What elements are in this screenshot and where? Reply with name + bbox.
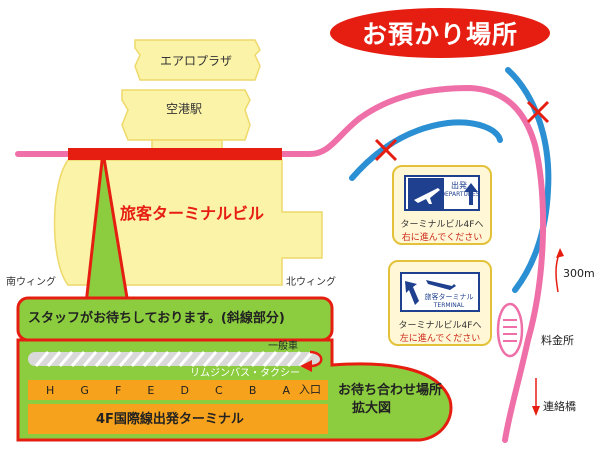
gate-label: D xyxy=(180,384,189,397)
distance-label: 300m xyxy=(563,267,595,280)
departures-sign-panel: 出発 DEPARTURES xyxy=(404,175,480,211)
page-title: お預かり場所 xyxy=(330,8,550,58)
direction-arrow-up xyxy=(555,251,561,293)
departures-direction-sign: 出発 DEPARTURES ターミナルビル4Fへ 右に進んでください xyxy=(392,165,492,245)
aero-plaza-label: エアロプラザ xyxy=(160,54,233,68)
aero-plaza-building xyxy=(134,39,261,81)
meeting-place-title: お待ち合わせ場所 xyxy=(338,383,443,398)
departures-instruction-line2: 右に進んでください xyxy=(401,233,483,243)
gate-row: H G F E D C B A xyxy=(46,384,290,397)
rail-line-inner xyxy=(349,119,503,181)
south-wing-label: 南ウィング xyxy=(6,277,56,288)
staff-notice: スタッフがお待ちしております。(斜線部分) xyxy=(28,311,285,326)
terminal-label-ja: 旅客ターミナル xyxy=(424,293,474,301)
airplane-takeoff-icon xyxy=(408,178,444,210)
terminal-direction-sign: 旅客ターミナル TERMINAL ターミナルビル4Fへ 左に進んでください xyxy=(388,260,492,346)
gate-label: H xyxy=(46,384,55,397)
passenger-terminal-label: 旅客ターミナルビル xyxy=(120,204,265,223)
passenger-terminal-building xyxy=(53,159,323,286)
general-vehicle-lane-label: 一般車 xyxy=(268,341,298,352)
terminal-instruction-line1: ターミナルビル4Fへ xyxy=(398,321,482,331)
toll-gate-icon xyxy=(496,302,524,358)
departures-label-ja: 出発 xyxy=(451,181,467,190)
zoom-detail-area xyxy=(16,296,453,442)
closed-crossing-left-icon xyxy=(374,138,398,162)
terminal-sign-panel: 旅客ターミナル TERMINAL xyxy=(400,272,480,312)
connecting-bridge-label: 連絡橋 xyxy=(543,400,576,413)
gate-label: G xyxy=(80,384,89,397)
terminal-instruction-line2: 左に進んでください xyxy=(399,334,481,344)
gate-label: C xyxy=(215,384,223,397)
limousine-taxi-lane-label: リムジンバス・タクシー xyxy=(190,368,300,379)
airport-station-building xyxy=(121,89,251,159)
gate-label: F xyxy=(115,384,122,397)
arrow-up-left-icon xyxy=(405,281,419,305)
arrow-up-icon xyxy=(464,183,478,205)
rail-line-outer xyxy=(505,67,552,293)
departure-terminal-label: 4F国際線出発ターミナル xyxy=(96,412,244,427)
closed-crossing-right-icon xyxy=(526,100,550,124)
airplane-landing-icon xyxy=(426,280,456,290)
gate-label: E xyxy=(147,384,155,397)
toll-gate-label: 料金所 xyxy=(541,334,574,347)
access-road xyxy=(15,84,547,443)
departures-label-en: DEPARTURES xyxy=(440,191,480,198)
north-wing-label: 北ウィング xyxy=(286,277,336,288)
terminal-label-en: TERMINAL xyxy=(433,302,465,309)
departures-instruction-line1: ターミナルビル4Fへ xyxy=(400,220,484,230)
gate-label: A xyxy=(282,384,290,397)
meeting-place-subtitle: 拡大図 xyxy=(352,401,392,416)
entrance-label: 入口 xyxy=(299,383,321,396)
gate-label: B xyxy=(248,384,257,397)
airport-station-label: 空港駅 xyxy=(166,102,203,116)
terminal-front-strip xyxy=(68,148,282,160)
